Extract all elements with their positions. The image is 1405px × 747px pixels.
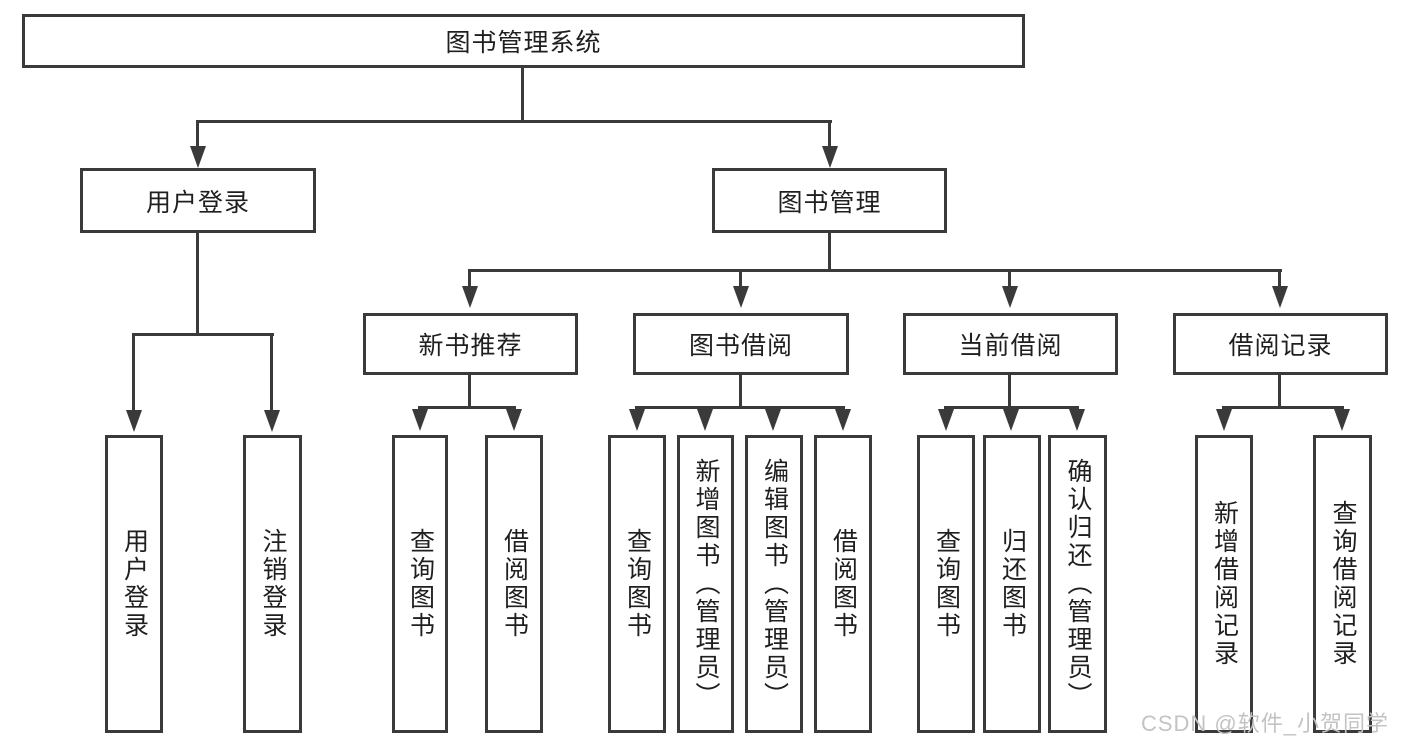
arrow-down-icon (1002, 286, 1018, 308)
watermark: CSDN @软件_小贺同学 (1140, 711, 1389, 736)
arrow-down-icon (822, 146, 838, 168)
node-root: 图书管理系统 (22, 14, 1025, 68)
node-edit-book-admin: 编辑图书（管理员） (745, 435, 803, 733)
node-return-books: 归还图书 (983, 435, 1041, 733)
node-query-books-recommend: 查询图书 (392, 435, 448, 733)
arrow-down-icon (264, 410, 280, 432)
arrow-down-icon (733, 286, 749, 308)
node-query-borrow-record: 查询借阅记录 (1313, 435, 1372, 733)
arrow-down-icon (190, 146, 206, 168)
connector-bookmgmt-stub (1278, 269, 1281, 287)
node-borrow-books-leaf: 借阅图书 (814, 435, 872, 733)
node-add-book-admin: 新增图书（管理员） (677, 435, 734, 733)
arrow-down-icon (126, 410, 142, 432)
arrow-down-icon (1334, 409, 1350, 431)
connector-bookmgmt-hline (468, 269, 1282, 272)
connector-userlogin-hline (132, 333, 274, 336)
connector-recommend-vline (468, 375, 471, 409)
connector-recommend-hline (418, 406, 516, 409)
connector-userlogin-stub (270, 333, 273, 411)
arrow-down-icon (1003, 409, 1019, 431)
connector-borrow-hline (635, 406, 845, 409)
connector-current-vline (1008, 375, 1011, 409)
node-book-management: 图书管理 (712, 168, 947, 233)
connector-records-hline (1222, 406, 1344, 409)
node-borrow-records: 借阅记录 (1173, 313, 1388, 375)
arrow-down-icon (1069, 409, 1085, 431)
arrow-down-icon (835, 409, 851, 431)
connector-root-hline (196, 120, 832, 123)
connector-userlogin-vline (196, 233, 199, 336)
node-current-borrow: 当前借阅 (903, 313, 1118, 375)
connector-bookmgmt-stub (468, 269, 471, 287)
node-borrow-books-recommend: 借阅图书 (485, 435, 543, 733)
node-user-login: 用户登录 (80, 168, 316, 233)
arrow-down-icon (506, 409, 522, 431)
connector-bookmgmt-stub (1008, 269, 1011, 287)
node-query-books-current: 查询图书 (917, 435, 975, 733)
node-user-login-leaf: 用户登录 (105, 435, 163, 733)
arrow-down-icon (1216, 409, 1232, 431)
arrow-down-icon (629, 409, 645, 431)
arrow-down-icon (938, 409, 954, 431)
arrow-down-icon (1272, 286, 1288, 308)
node-confirm-return-admin: 确认归还（管理员） (1048, 435, 1107, 733)
connector-borrow-vline (739, 375, 742, 409)
connector-records-vline (1278, 375, 1281, 409)
connector-root-right-stub (828, 120, 831, 148)
arrow-down-icon (765, 409, 781, 431)
connector-root-left-stub (196, 120, 199, 148)
connector-root-vline (521, 68, 524, 123)
arrow-down-icon (697, 409, 713, 431)
node-add-borrow-record: 新增借阅记录 (1195, 435, 1253, 733)
connector-userlogin-stub (132, 333, 135, 411)
arrow-down-icon (462, 286, 478, 308)
arrow-down-icon (412, 409, 428, 431)
node-logout-leaf: 注销登录 (243, 435, 302, 733)
node-new-book-recommend: 新书推荐 (363, 313, 578, 375)
connector-current-hline (944, 406, 1079, 409)
connector-bookmgmt-vline (828, 233, 831, 272)
connector-bookmgmt-stub (739, 269, 742, 287)
node-query-books-borrow: 查询图书 (608, 435, 666, 733)
node-book-borrow: 图书借阅 (633, 313, 849, 375)
